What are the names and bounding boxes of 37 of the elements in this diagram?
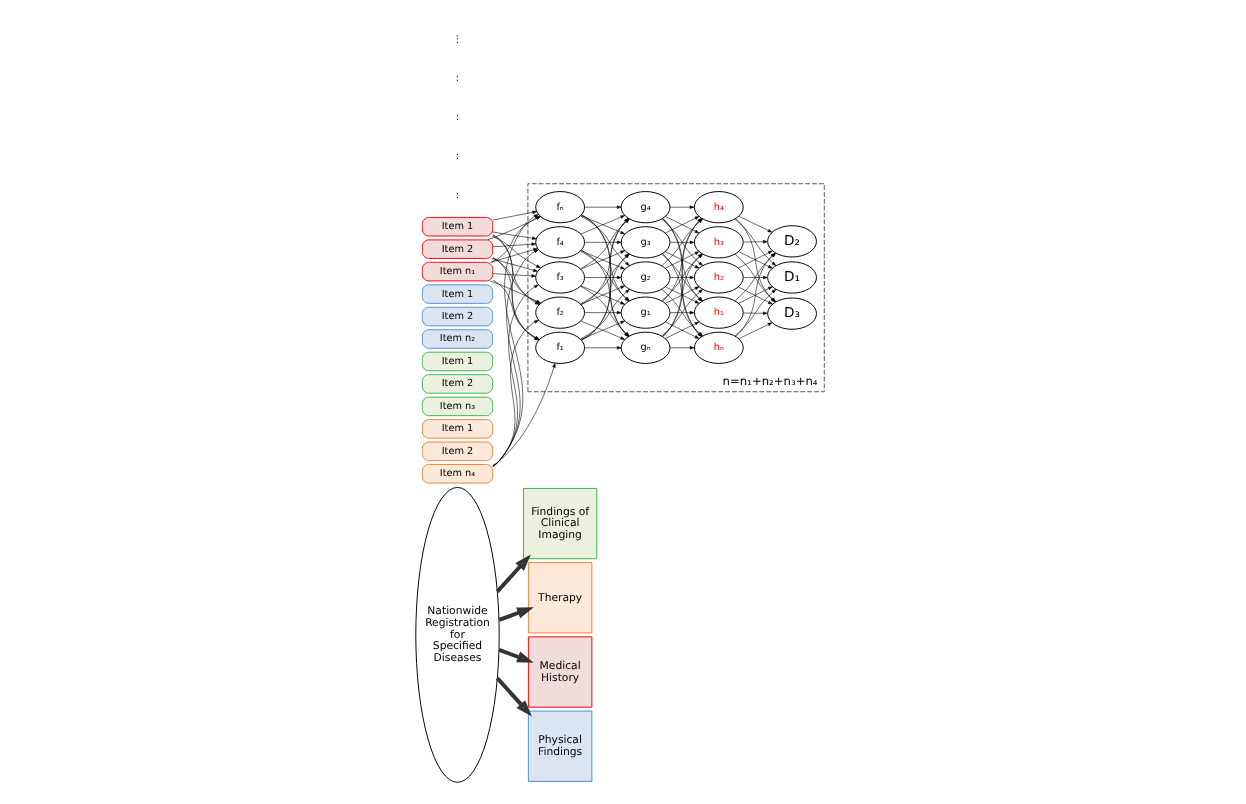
arrow [494, 554, 530, 593]
arrow [486, 216, 540, 241]
arrow [490, 235, 540, 269]
arrow [494, 676, 531, 717]
arrow [737, 216, 772, 233]
arrow [490, 215, 540, 263]
arrow [669, 240, 694, 244]
arrow [742, 275, 767, 280]
arrow [489, 248, 537, 263]
arrow [491, 273, 535, 278]
arrow [579, 285, 624, 305]
arrow [737, 322, 772, 339]
arrow [579, 215, 624, 235]
arrow [490, 258, 537, 272]
arrow [579, 320, 624, 340]
arrow [664, 286, 699, 304]
arrow [583, 275, 621, 280]
arrow [583, 240, 621, 244]
arrow [669, 346, 694, 350]
arrow [664, 216, 699, 234]
arrow [664, 251, 699, 269]
arrow [742, 311, 767, 315]
arrow [491, 210, 536, 221]
arrow [669, 205, 694, 209]
arrow [579, 250, 624, 270]
arrow [583, 346, 621, 350]
arrow [497, 607, 533, 622]
arrow [491, 242, 535, 248]
arrow [583, 311, 621, 315]
arrow [669, 311, 694, 315]
arrow [491, 363, 555, 466]
arrow [497, 648, 533, 663]
arrow [742, 240, 767, 244]
arrow [664, 321, 699, 339]
arrow [669, 275, 694, 280]
arrow [491, 231, 536, 240]
arrow [583, 205, 621, 209]
